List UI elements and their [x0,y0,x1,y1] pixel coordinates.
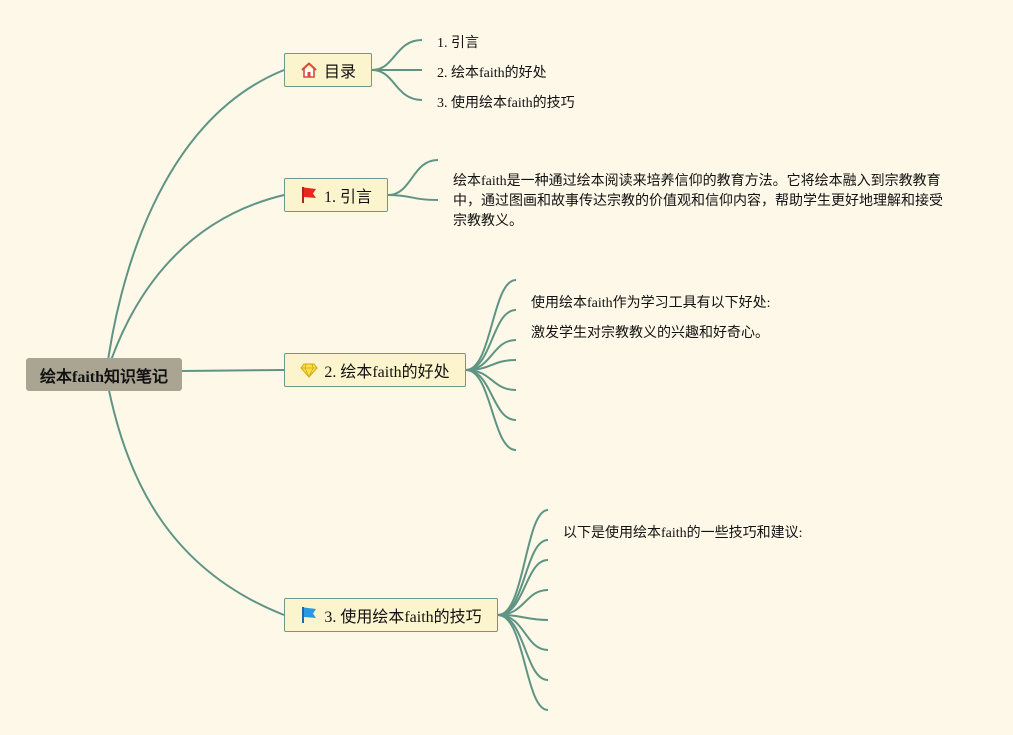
benefits-child-connector [465,279,517,371]
intro-child-connector [387,159,439,196]
intro-paragraph[interactable]: 绘本faith是一种通过绘本阅读来培养信仰的教育方法。它将绘本融入到宗教教育中，… [453,174,943,229]
benefit-item[interactable]: 使用绘本faith作为学习工具有以下好处: [531,296,771,311]
toc-child-connector [371,39,423,71]
intro-child-connector [387,194,439,201]
red-flag-icon [300,186,318,204]
benefit-item[interactable]: 激发学生对宗教教义的兴趣和好奇心。 [531,326,769,341]
benefits-child-connector [465,369,517,421]
topic-label: 1. 引言 [323,189,372,206]
toc-item[interactable]: 3. 使用绘本faith的技巧 [437,96,575,111]
home-icon [300,61,318,79]
topic-label: 2. 绘本faith的好处 [324,364,450,381]
topic-label: 3. 使用绘本faith的技巧 [324,609,482,626]
topic-label: 目录 [323,64,356,81]
tips-child-connector [497,614,549,711]
root-topic[interactable]: 绘本faith知识笔记 [26,358,182,391]
tip-item[interactable]: 以下是使用绘本faith的一些技巧和建议: [563,526,803,541]
toc-item[interactable]: 2. 绘本faith的好处 [437,66,547,81]
tips-child-connector [497,509,549,616]
toc-child-connector [371,69,423,101]
blue-flag-icon [300,606,318,624]
root-to-toc-connector [105,69,285,376]
diamond-icon [300,361,318,379]
toc-item[interactable]: 1. 引言 [437,36,479,51]
root-to-benefits-connector [181,369,285,372]
benefits-child-connector [465,369,517,451]
benefits-child-connector [465,309,517,371]
root-to-tips-connector [105,374,285,616]
topic-tips[interactable]: 3. 使用绘本faith的技巧 [284,598,498,632]
root-to-intro-connector [105,194,285,376]
tips-child-connector [497,559,549,616]
topic-intro[interactable]: 1. 引言 [284,178,388,212]
topic-toc[interactable]: 目录 [284,53,372,87]
topic-benefits[interactable]: 2. 绘本faith的好处 [284,353,466,387]
